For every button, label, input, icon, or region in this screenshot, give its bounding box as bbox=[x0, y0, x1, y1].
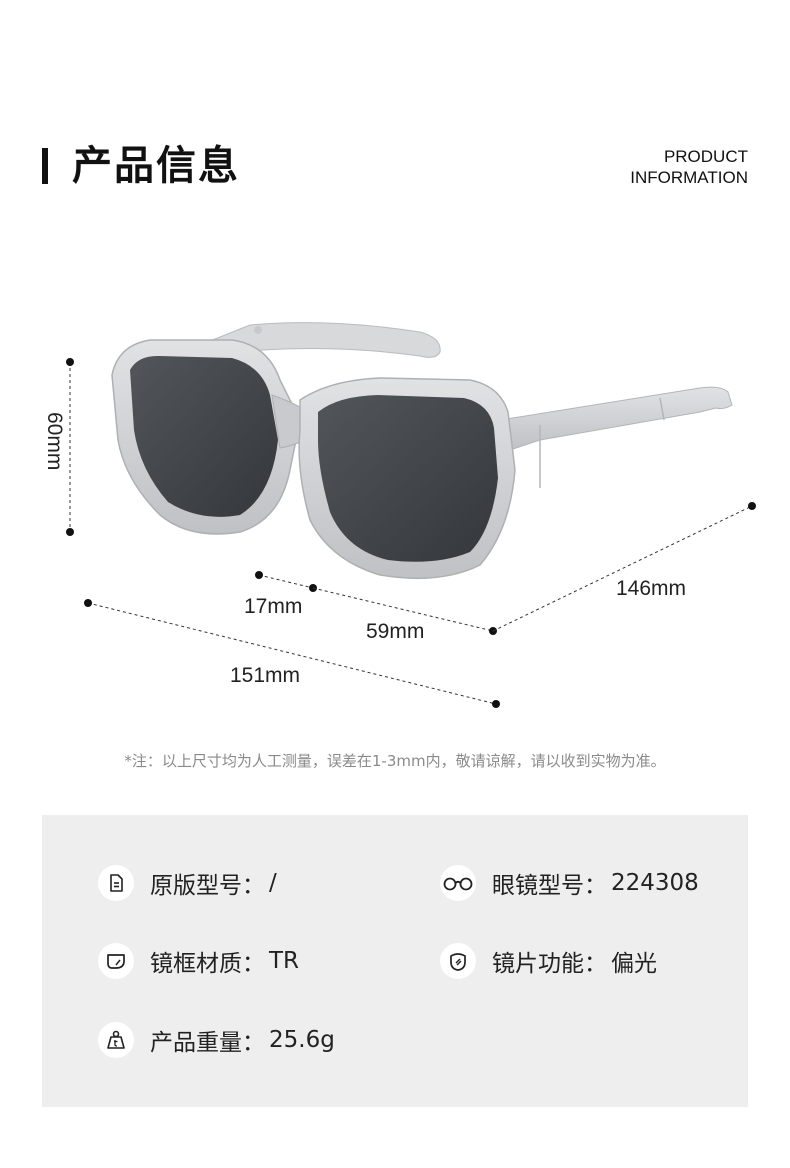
info-value: 224308 bbox=[611, 870, 699, 896]
info-value: / bbox=[269, 870, 277, 896]
title-accent-bar bbox=[42, 148, 48, 184]
hinge-dot bbox=[254, 326, 262, 334]
product-info-panel: 原版型号： / 眼镜型号： 224308 镜框材质： TR bbox=[42, 815, 748, 1107]
dimension-dot bbox=[66, 358, 74, 366]
dimension-line-total-width bbox=[87, 602, 497, 705]
info-value: 25.6g bbox=[269, 1027, 335, 1053]
frame-shape-icon bbox=[98, 943, 134, 979]
document-icon bbox=[98, 865, 134, 901]
info-item-original-model: 原版型号： / bbox=[98, 863, 277, 903]
right-lens bbox=[318, 395, 498, 562]
info-item-weight: 产品重量： 25.6g bbox=[98, 1020, 335, 1060]
info-label: 镜片功能： bbox=[492, 951, 607, 977]
info-label: 镜框材质： bbox=[150, 951, 265, 977]
dimension-line-lens bbox=[312, 587, 494, 632]
info-item-frame-material: 镜框材质： TR bbox=[98, 941, 299, 981]
info-label: 眼镜型号： bbox=[492, 873, 607, 899]
dimension-bridge-label: 17mm bbox=[244, 595, 303, 618]
glasses-icon bbox=[440, 865, 476, 901]
info-label: 原版型号： bbox=[150, 873, 265, 899]
dimension-height-label: 60mm bbox=[43, 412, 66, 471]
lens-icon bbox=[440, 943, 476, 979]
dimension-total-width-label: 151mm bbox=[230, 664, 301, 687]
dimension-line-bridge bbox=[258, 574, 314, 589]
dimension-dot bbox=[66, 528, 74, 536]
left-lens bbox=[130, 355, 278, 517]
info-value: TR bbox=[269, 948, 300, 974]
page-title-english-line1: PRODUCT bbox=[663, 147, 748, 166]
dimension-dot bbox=[255, 571, 263, 579]
measurement-note: *注：以上尺寸均为人工测量，误差在1-3mm内，敬请谅解，请以收到实物为准。 bbox=[124, 752, 666, 770]
page-title-english: PRODUCT INFORMATION bbox=[630, 146, 748, 188]
weight-icon bbox=[98, 1022, 134, 1058]
dimension-dot bbox=[84, 599, 92, 607]
info-label: 产品重量： bbox=[150, 1030, 265, 1056]
page-title-english-line2: INFORMATION bbox=[630, 168, 748, 187]
dimension-dot bbox=[748, 502, 756, 510]
dimension-dot bbox=[492, 700, 500, 708]
info-item-lens-function: 镜片功能： 偏光 bbox=[440, 941, 657, 981]
info-value: 偏光 bbox=[611, 951, 657, 977]
near-temple-arm bbox=[499, 386, 733, 451]
page-title: 产品信息 bbox=[72, 143, 240, 189]
dimension-temple-label: 146mm bbox=[616, 577, 687, 600]
info-item-glasses-model: 眼镜型号： 224308 bbox=[440, 863, 699, 903]
dimension-lens-label: 59mm bbox=[366, 620, 425, 643]
dimension-line-temple bbox=[492, 505, 753, 632]
sunglasses-product-image bbox=[66, 322, 756, 708]
